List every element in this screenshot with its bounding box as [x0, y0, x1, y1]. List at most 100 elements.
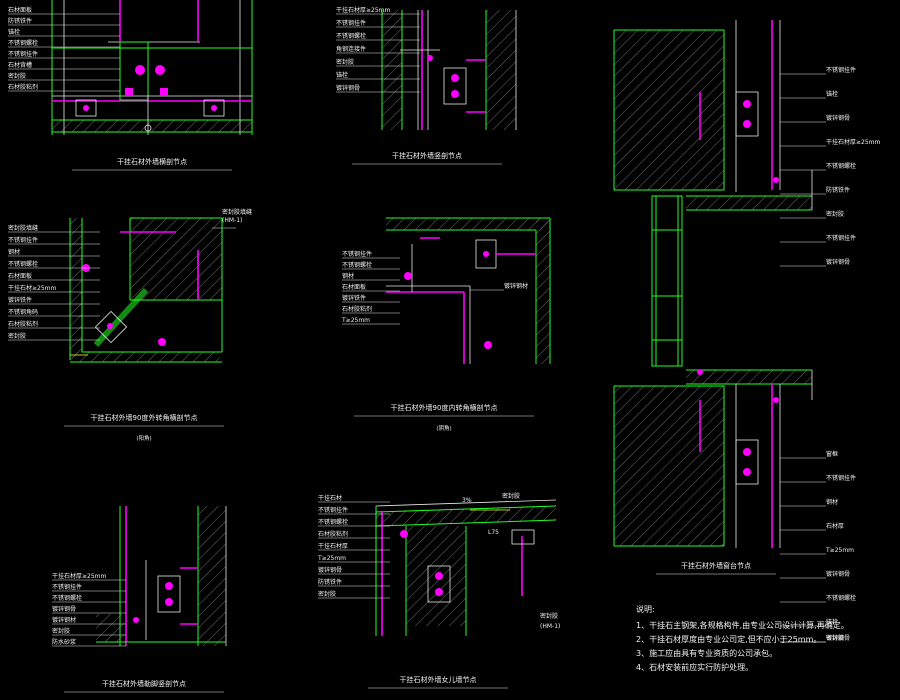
detail-4-subtitle: (阴角): [436, 424, 451, 432]
detail-4-right-label: 镀锌钢材: [504, 282, 528, 290]
detail-7-label: 镀锌钢骨: [826, 114, 850, 122]
detail-3-label: 干挂石材≥25mm: [8, 284, 57, 292]
detail-1-label: 石材面板: [8, 6, 32, 14]
detail-5-title: 干挂石材外墙勒脚竖剖节点: [102, 679, 186, 688]
detail-4-label: 镀锌铁件: [342, 294, 366, 302]
detail-3-label: 不锈钢角码: [8, 308, 38, 316]
detail-6-label: 干挂石材: [318, 494, 342, 502]
detail-7-title: 干挂石材外墙窗台节点: [681, 561, 751, 570]
d1-wall-hatch: [52, 120, 252, 132]
detail-7-label: T≥25mm: [825, 547, 854, 554]
detail-2-label: 不锈钢挂件: [336, 19, 366, 27]
detail-6-label: 不锈钢螺栓: [318, 518, 348, 526]
detail-6-label: 密封胶: [318, 590, 336, 598]
notes-item: 2、干挂石材厚度由专业公司定,但不应小于25mm。: [636, 634, 821, 644]
detail-1-label: 不锈钢挂件: [8, 50, 38, 58]
detail-3-label: 不锈钢螺栓: [8, 260, 38, 268]
detail-6-sealant-label: 密封胶: [502, 492, 520, 500]
detail-4-label: 钢材: [342, 272, 354, 280]
detail-3-label: 镀锌铁件: [8, 296, 32, 304]
detail-3-label: 石材面板: [8, 272, 32, 280]
detail-3-title: 干挂石材外墙90度外转角横剖节点: [91, 413, 198, 422]
detail-7-label: 干挂石材厚≥25mm: [826, 138, 881, 146]
notes-item: 4、石材安装前应实行防护处理。: [636, 662, 753, 672]
detail-6-title: 干挂石材外墙女儿墙节点: [400, 675, 477, 684]
detail-7-label: 锚栓: [826, 618, 838, 626]
detail-7-label: 不锈钢挂件: [826, 66, 856, 74]
detail-6-label: 石材胶粘剂: [318, 530, 348, 538]
detail-2-title: 干挂石材外墙竖剖节点: [392, 151, 462, 160]
detail-4-label: 不锈钢螺栓: [342, 261, 372, 269]
detail-2-label: 不锈钢螺栓: [336, 32, 366, 40]
detail-1-label: 不锈钢螺栓: [8, 39, 38, 47]
detail-1-label: 石材胶粘剂: [8, 83, 38, 91]
detail-3-label: 不锈钢挂件: [8, 236, 38, 244]
notes-heading: 说明:: [636, 604, 655, 614]
detail-7-label: 不锈钢挂件: [826, 474, 856, 482]
detail-2-label: 镀锌钢骨: [336, 84, 360, 92]
detail-7-label: 锚栓: [826, 90, 838, 98]
detail-3-label: 钢材: [8, 248, 20, 256]
detail-5-label: 不锈钢挂件: [52, 583, 82, 591]
detail-4-label: T≥25mm: [341, 317, 370, 324]
detail-4-internal-corner: [386, 217, 551, 364]
detail-2-label: 角钢连接件: [336, 45, 366, 53]
detail-7-label: 镀锌钢骨: [826, 634, 850, 642]
detail-3-external-corner: [69, 217, 223, 363]
detail-1-title: 干挂石材外墙横剖节点: [117, 157, 187, 166]
detail-3-right-label: 密封胶填缝: [222, 208, 252, 216]
detail-7-label: 不锈钢螺栓: [826, 162, 856, 170]
detail-3-subtitle: (阳角): [136, 434, 151, 442]
detail-6-spec-label: (HM-1): [540, 623, 560, 630]
detail-5-label: 镀锌钢骨: [52, 605, 76, 613]
detail-1-plan-section: [51, 0, 253, 135]
detail-2-label: 锚栓: [336, 71, 348, 79]
detail-6-label: 干挂石材厚: [318, 542, 348, 550]
detail-7-label: 窗框: [826, 450, 838, 458]
detail-2-label: 干挂石材厚≥25mm: [336, 6, 391, 14]
detail-4-label: 石材面板: [342, 283, 366, 291]
detail-7-label: 镀锌钢骨: [826, 570, 850, 578]
detail-6-label: T≥25mm: [317, 555, 346, 562]
detail-6-label: 镀锌钢骨: [318, 566, 342, 574]
detail-5-plinth-section: [96, 506, 227, 646]
detail-2-label: 密封胶: [336, 58, 354, 66]
detail-6-sealant-label: 密封胶: [540, 612, 558, 620]
detail-1-label: 锚栓: [8, 28, 20, 36]
detail-6-label: 防锈铁件: [318, 578, 342, 586]
detail-7-window-detail: [613, 20, 813, 548]
detail-6-slope-label: 3%: [462, 497, 472, 504]
detail-1-label: 防锈铁件: [8, 17, 32, 25]
detail-7-label: 不锈钢挂件: [826, 234, 856, 242]
detail-3-right-label: (HM-1): [222, 217, 242, 224]
detail-3-label: 石材胶粘剂: [8, 320, 38, 328]
detail-2-vertical-section: [381, 10, 517, 130]
detail-7-label: 镀锌钢骨: [826, 258, 850, 266]
notes-item: 3、施工应由具有专业资质的公司承包。: [636, 648, 777, 658]
detail-6-angle-label: L75: [488, 529, 499, 536]
detail-7-label: 防锈铁件: [826, 186, 850, 194]
detail-5-label: 防水砂浆: [52, 638, 76, 646]
detail-1-label: 石材背槽: [8, 61, 32, 69]
detail-1-label: 密封胶: [8, 72, 26, 80]
detail-7-label: 石材厚: [826, 522, 844, 530]
notes-item: 1、干挂石主钢架,各规格构件,由专业公司设计计算,再确定。: [636, 620, 849, 630]
detail-6-parapet: [375, 499, 557, 636]
detail-3-label: 密封胶: [8, 332, 26, 340]
detail-4-label: 石材胶粘剂: [342, 305, 372, 313]
detail-7-label: 密封胶: [826, 210, 844, 218]
detail-7-label: 钢材: [826, 498, 838, 506]
detail-4-label: 不锈钢挂件: [342, 250, 372, 258]
detail-6-label: 不锈钢挂件: [318, 506, 348, 514]
detail-3-label: 密封胶填缝: [8, 224, 38, 232]
detail-5-label: 干挂石材厚≥25mm: [52, 572, 107, 580]
detail-4-title: 干挂石材外墙90度内转角横剖节点: [391, 403, 498, 412]
annotation-layer: 石材面板防锈铁件锚栓不锈钢螺栓不锈钢挂件石材背槽密封胶石材胶粘剂干挂石材外墙横剖…: [8, 6, 881, 693]
detail-7-label: 不锈钢螺栓: [826, 594, 856, 602]
detail-5-label: 密封胶: [52, 627, 70, 635]
detail-5-label: 镀锌钢材: [52, 616, 76, 624]
detail-5-label: 不锈钢螺栓: [52, 594, 82, 602]
detail-7-label: 密封胶: [826, 634, 844, 642]
